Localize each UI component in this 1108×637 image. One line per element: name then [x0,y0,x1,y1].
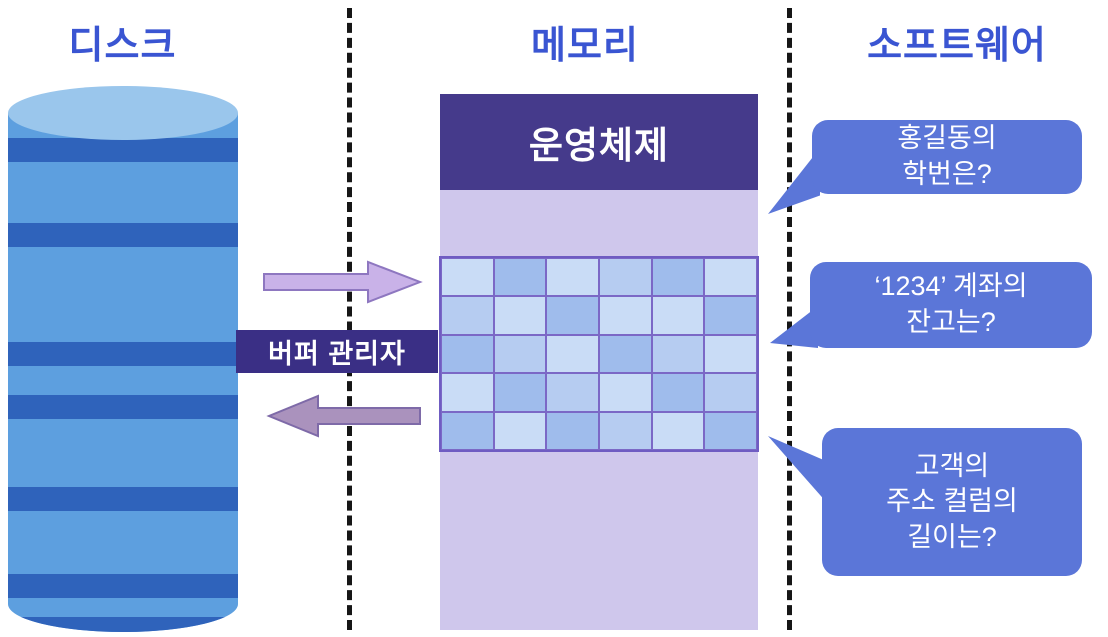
memory-to-disk-arrow-icon [266,394,421,438]
disk-to-memory-arrow-icon [263,260,423,304]
disk-band [8,342,238,366]
os-block: 운영체제 [440,94,758,190]
buffer-cell [441,373,494,412]
disk-band [8,395,238,419]
buffer-cell [493,334,547,374]
buffer-cell [546,296,599,335]
buffer-cell [704,373,757,412]
query-bubble-account-balance: ‘1234’ 계좌의 잔고는? [810,262,1092,348]
buffer-cell [493,373,547,412]
bubble-line: ‘1234’ 계좌의 [874,271,1028,302]
bubble-line: 길이는? [907,521,997,552]
buffer-cell [599,411,652,450]
buffer-cell [493,296,547,335]
query-bubble-column-length: 고객의 주소 컬럼의 길이는? [822,428,1082,576]
bubble-line: 학번은? [902,159,992,189]
buffer-cell [546,373,599,412]
buffer-cell [546,334,599,374]
buffer-cell [704,258,757,297]
buffer-cell [651,296,705,335]
buffer-cell [651,258,705,297]
buffer-cell [441,411,494,450]
disk-section-title: 디스크 [68,25,177,67]
memory-region: 운영체제 [439,94,759,630]
disk-cylinder-top [8,86,238,140]
buffer-cell [651,334,705,374]
buffer-cell [704,411,757,450]
memory-section-title: 메모리 [531,25,639,67]
buffer-cell [493,258,547,297]
query-bubble-tail [768,436,828,504]
disk-band [8,574,238,598]
buffer-cell [651,411,705,450]
disk-cylinder-body [8,113,238,632]
query-bubble-student-id: 홍길동의 학번은? [812,120,1082,194]
disk-band [8,487,238,511]
buffer-cell [493,411,547,450]
bubble-line: 고객의 [914,450,990,481]
disk-memory-divider [347,8,352,630]
disk-cylinder-icon [8,86,238,632]
bubble-line: 잔고는? [906,307,996,337]
buffer-cell [599,296,652,335]
disk-band [8,138,238,162]
buffer-cell [599,373,652,412]
buffer-cell [704,296,757,335]
os-label: 운영체제 [528,125,670,166]
disk-band [8,223,238,247]
disk-band [8,617,238,632]
buffer-pool-grid [439,256,759,452]
buffer-cell [546,258,599,297]
buffer-cell [599,334,652,374]
buffer-cell [599,258,652,297]
buffer-cell [546,411,599,450]
buffer-manager-text: 버퍼 관리자 [268,339,406,369]
buffer-cell [704,334,757,374]
buffer-cell [441,296,494,335]
buffer-cell [441,334,494,374]
bubble-line: 주소 컬럼의 [886,486,1018,517]
software-section-title: 소프트웨어 [867,25,1047,67]
buffer-manager-label: 버퍼 관리자 [236,330,438,373]
buffer-cell [441,258,494,297]
memory-software-divider [787,8,792,630]
buffer-cell [651,373,705,412]
bubble-line: 홍길동의 [897,123,997,154]
